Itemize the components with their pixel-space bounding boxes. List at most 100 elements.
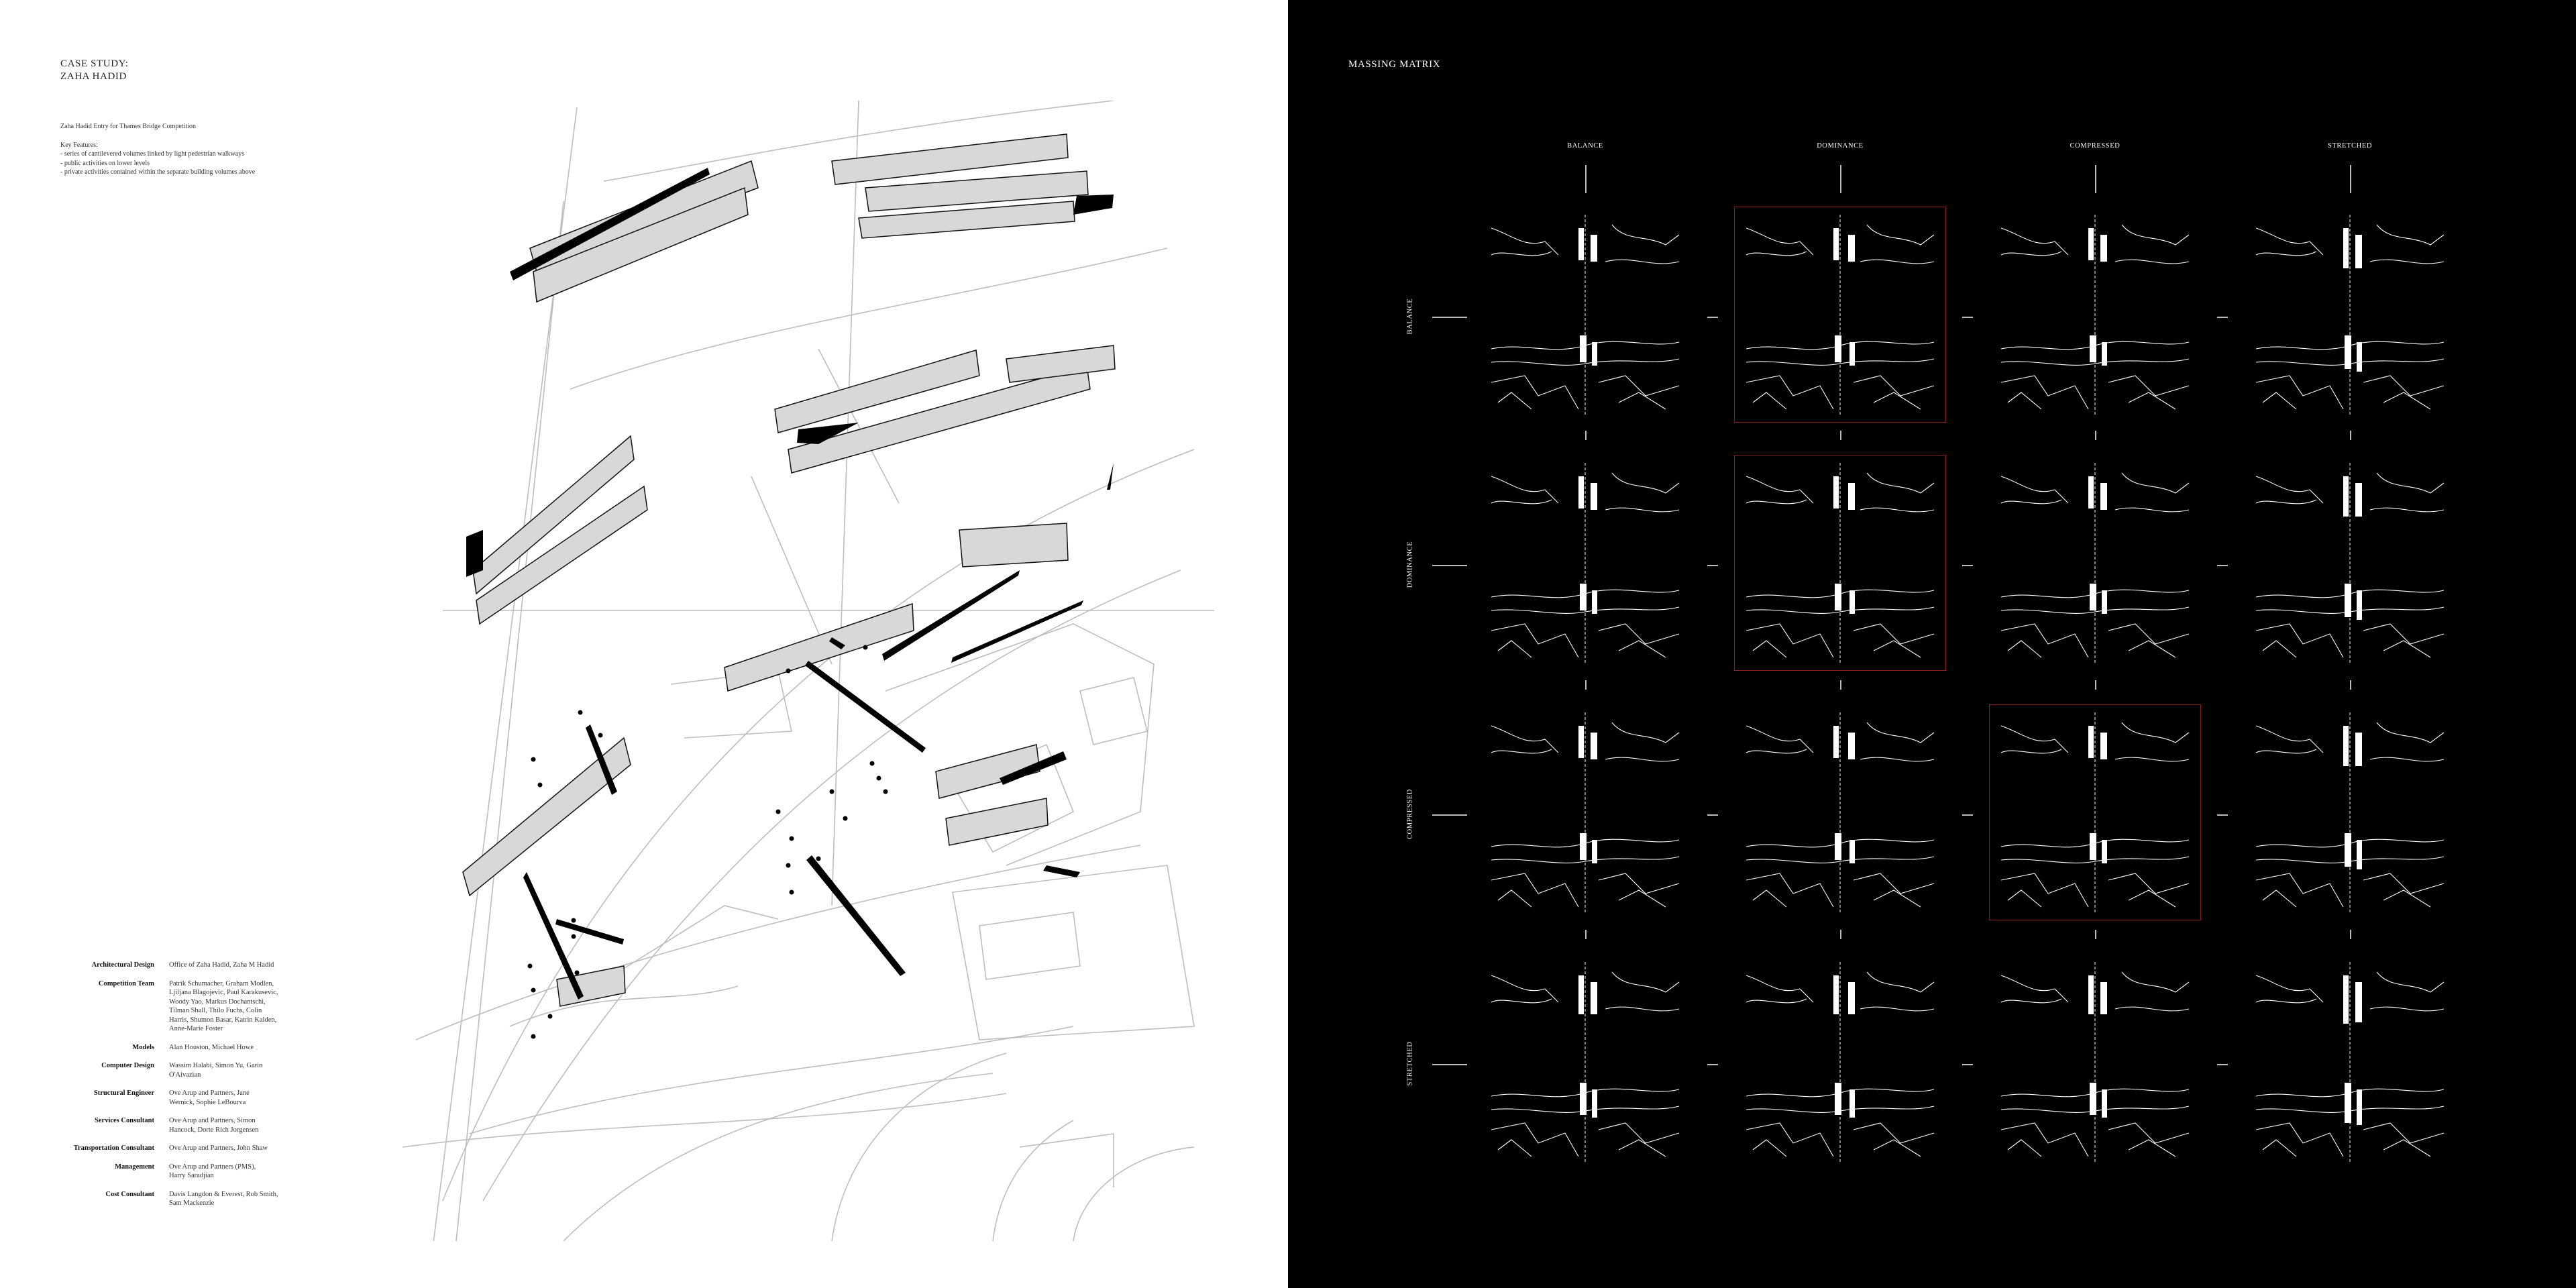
credit-name-line: O'Aivazian — [169, 1071, 201, 1079]
site-plan-thumbnail — [2000, 962, 2190, 1163]
site-linework — [2007, 640, 2042, 658]
massing-block — [1849, 1089, 1855, 1118]
site-linework — [2128, 1139, 2176, 1157]
massing-block — [2088, 975, 2094, 1014]
site-linework — [2000, 749, 2062, 754]
massing-block — [1848, 733, 1855, 759]
site-linework — [1491, 606, 1680, 614]
site-linework — [1853, 623, 1935, 645]
credit-names: Ove Arup and Partners, Jane Wernick, Sop… — [169, 1089, 295, 1107]
credit-name-line: Woody Yao, Markus Dochantschi, — [169, 998, 266, 1006]
site-linework — [2000, 839, 2190, 848]
massing-block — [1592, 342, 1597, 366]
site-linework — [1752, 1139, 1787, 1157]
massing-cell — [1994, 463, 2196, 664]
site-linework — [2262, 640, 2297, 658]
site-linework — [1491, 1122, 1579, 1157]
massing-block — [2343, 975, 2349, 1024]
site-linework — [2262, 1139, 2297, 1157]
site-linework — [1746, 227, 1814, 256]
site-linework — [2000, 725, 2069, 753]
massing-block — [2357, 342, 2362, 372]
credit-name-line: Ove Arup and Partners, Jane — [169, 1089, 250, 1097]
site-linework — [2128, 640, 2176, 658]
credit-name-line: Davis Langdon & Everest, Rob Smith, — [169, 1190, 278, 1198]
massing-block — [1833, 476, 1839, 508]
site-linework — [1491, 623, 1579, 658]
site-linework — [1866, 224, 1935, 246]
site-linework — [2128, 890, 2176, 908]
site-linework — [2255, 998, 2317, 1004]
column-connector — [1840, 431, 1841, 440]
site-linework — [2114, 757, 2190, 762]
site-linework — [2376, 224, 2445, 246]
site-plan-thumbnail — [2255, 463, 2445, 664]
credit-name-line: Harry Saradjian — [169, 1172, 214, 1179]
credit-names: Ove Arup and Partners (PMS), Harry Sarad… — [169, 1163, 295, 1181]
row-header: COMPRESSED — [1406, 789, 1414, 839]
massing-block — [2090, 335, 2096, 362]
credit-name-line: Ove Arup and Partners, John Shaw — [169, 1144, 268, 1152]
massing-block — [1835, 584, 1841, 610]
massing-block — [1580, 335, 1587, 362]
site-plan-thumbnail — [2255, 215, 2445, 416]
credit-row: Architectural Design Office of Zaha Hadi… — [54, 961, 309, 970]
site-plan-thumbnail — [1746, 463, 1935, 664]
site-linework — [1491, 358, 1680, 366]
massing-cell — [2249, 215, 2451, 416]
site-linework — [1598, 1122, 1680, 1144]
site-linework — [2255, 375, 2344, 410]
site-linework — [2000, 251, 2062, 256]
site-linework — [2363, 623, 2445, 645]
site-linework — [2255, 975, 2324, 1003]
site-plan-thumbnail — [2000, 463, 2190, 664]
massing-cell — [1485, 962, 1686, 1163]
site-linework — [1491, 476, 1559, 504]
site-linework — [1746, 873, 1834, 908]
site-linework — [2000, 358, 2190, 366]
feature-item: - private activities contained within th… — [60, 168, 256, 176]
site-linework — [2007, 1139, 2042, 1157]
site-linework — [1866, 971, 1935, 993]
massing-block — [2355, 235, 2362, 268]
row-connector — [2217, 1064, 2228, 1065]
massing-block — [2343, 228, 2349, 268]
site-linework — [1618, 392, 1666, 410]
massing-block — [2355, 733, 2362, 766]
site-plan-thumbnail — [2000, 712, 2190, 914]
massing-block — [1833, 228, 1839, 260]
site-linework — [1491, 499, 1552, 504]
credit-role: Management — [115, 1163, 154, 1171]
row-tick — [1432, 317, 1467, 318]
massing-block — [1580, 584, 1587, 610]
site-linework — [1746, 725, 1814, 753]
massing-block — [1580, 833, 1587, 860]
massing-block — [1848, 235, 1855, 262]
site-plan-thumbnail — [1746, 712, 1935, 914]
massing-cell — [1994, 962, 2196, 1163]
site-linework — [1611, 722, 1680, 743]
massing-block — [2100, 733, 2107, 759]
credit-name-line: Patrik Schumacher, Graham Modlen, — [169, 979, 274, 987]
massing-block — [2100, 982, 2107, 1014]
site-linework — [2121, 224, 2190, 246]
row-connector — [2217, 814, 2228, 816]
site-linework — [2000, 227, 2069, 256]
massing-block — [1833, 726, 1839, 758]
site-linework — [1746, 856, 1935, 863]
massing-block — [2090, 584, 2096, 610]
row-header: BALANCE — [1406, 298, 1414, 335]
row-connector — [1707, 814, 1718, 816]
column-tick — [1840, 165, 1841, 193]
credit-row: Services Consultant Ove Arup and Partner… — [54, 1116, 309, 1134]
massing-block — [1591, 483, 1597, 510]
site-linework — [2369, 1006, 2445, 1012]
credit-row: Management Ove Arup and Partners (PMS), … — [54, 1163, 309, 1181]
site-linework — [2255, 749, 2317, 754]
credit-name-line: Sam Mackenzie — [169, 1199, 215, 1207]
site-linework — [2007, 392, 2042, 410]
massing-block — [1591, 733, 1597, 759]
column-tick — [2095, 165, 2096, 193]
site-plan-thumbnail — [2255, 962, 2445, 1163]
site-linework — [2108, 623, 2190, 645]
